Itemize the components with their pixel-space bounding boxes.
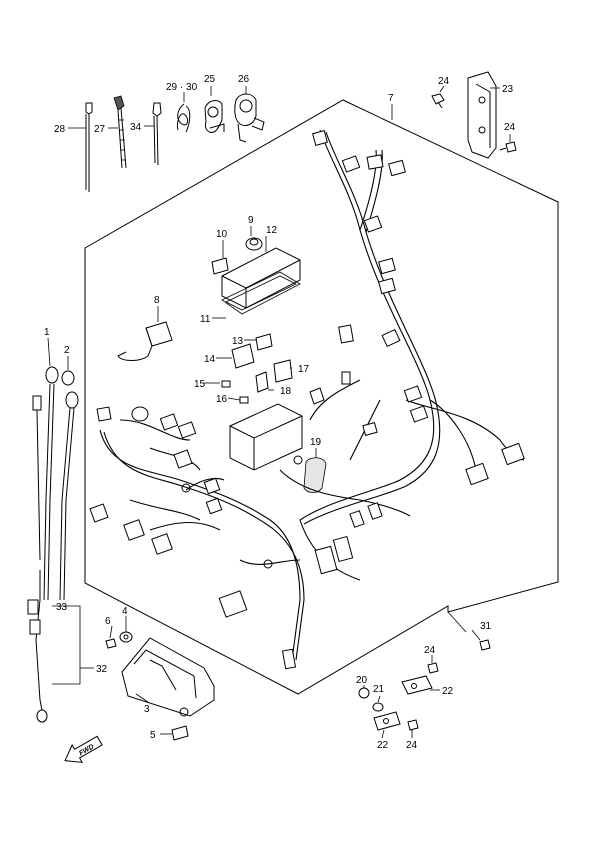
part-15-fuse [221, 380, 231, 388]
callout-5: 5 [150, 730, 156, 741]
callout-12: 12 [266, 225, 278, 236]
part-28-cable-tie [85, 102, 93, 192]
callout-17: 17 [298, 364, 310, 375]
callout-25: 25 [204, 74, 216, 85]
part-20-nut [358, 687, 370, 699]
callout-7: 7 [388, 93, 394, 104]
callout-6: 6 [105, 616, 111, 627]
callout-28: 28 [54, 124, 66, 135]
callout-27: 27 [94, 124, 106, 135]
junction-box [229, 403, 303, 471]
callout-14: 14 [204, 354, 216, 365]
part-27-cable-tie [113, 95, 127, 169]
callout-24-mid: 24 [424, 645, 436, 656]
callout-24-bottom: 24 [406, 740, 418, 751]
part-25-clamp [204, 100, 225, 133]
part-6-screw [105, 638, 117, 649]
part-5-grommet [171, 725, 189, 741]
callout-29-30: 29 · 30 [166, 82, 198, 93]
callout-24-right: 24 [504, 122, 516, 133]
part-9-grommet [245, 237, 263, 251]
part-8-relay [117, 321, 173, 361]
part-11-seal [221, 271, 301, 315]
part-33-cable [27, 570, 48, 723]
callout-11: 11 [200, 314, 211, 325]
part-22-bracket-bottom [373, 711, 401, 731]
callout-26: 26 [238, 74, 250, 85]
part-1-cable [43, 366, 59, 601]
assembly-frame [84, 99, 559, 695]
callout-9: 9 [248, 215, 254, 226]
callout-10: 10 [216, 229, 228, 240]
part-24-bolt-bottom [407, 719, 419, 731]
part-23-bracket [467, 71, 497, 159]
callout-4: 4 [122, 606, 128, 617]
callout-2: 2 [64, 345, 70, 356]
callout-15: 15 [194, 379, 206, 390]
callouts: 28 27 34 29 · 30 25 26 7 24 23 24 10 9 1… [44, 74, 516, 751]
part-2-grommet [61, 370, 75, 386]
part-29-30-clip [177, 103, 191, 133]
callout-18: 18 [280, 386, 292, 397]
part-17-fuse-holder [273, 359, 293, 383]
callout-16: 16 [216, 394, 228, 405]
callout-33: 33 [56, 602, 68, 613]
part-10-holder [211, 257, 229, 275]
callout-1: 1 [44, 327, 50, 338]
part-18-fuse [255, 371, 269, 393]
callout-8: 8 [154, 295, 160, 306]
part-13-relay [255, 333, 273, 351]
part-4-washer [119, 631, 133, 643]
battery-cable-terminal [59, 391, 79, 601]
part-22-bracket-right [401, 675, 433, 695]
callout-22-right: 22 [442, 686, 454, 697]
part-34-cable-tie [152, 102, 162, 166]
left-connector [32, 395, 42, 561]
part-16-fuse [239, 396, 249, 404]
part-14-relay [231, 343, 255, 369]
part-3-bracket [121, 637, 215, 717]
harness-connectors [89, 130, 525, 670]
forward-arrow-icon: FWD [64, 735, 103, 763]
callout-24-top: 24 [438, 76, 450, 87]
part-24-bolt-top [431, 93, 445, 109]
callout-13: 13 [232, 336, 244, 347]
callout-34: 34 [130, 122, 142, 133]
part-24-bolt-right [499, 141, 517, 153]
callout-20: 20 [356, 675, 368, 686]
callout-23: 23 [502, 84, 514, 95]
callout-32: 32 [96, 664, 108, 675]
part-12-fuse-box-cover [221, 247, 301, 309]
part-31-bolt [479, 639, 491, 651]
callout-21: 21 [373, 684, 385, 695]
callout-31: 31 [480, 621, 492, 632]
part-26-clamp [234, 93, 265, 143]
leader-lines [47, 85, 511, 739]
part-21-washer [372, 702, 384, 712]
part-7-main-harness [99, 129, 525, 661]
callout-19: 19 [310, 437, 322, 448]
callout-3: 3 [144, 704, 150, 715]
callout-22-bottom: 22 [377, 740, 389, 751]
part-24-bolt-mid [427, 662, 439, 674]
part-19-cover [303, 457, 327, 493]
